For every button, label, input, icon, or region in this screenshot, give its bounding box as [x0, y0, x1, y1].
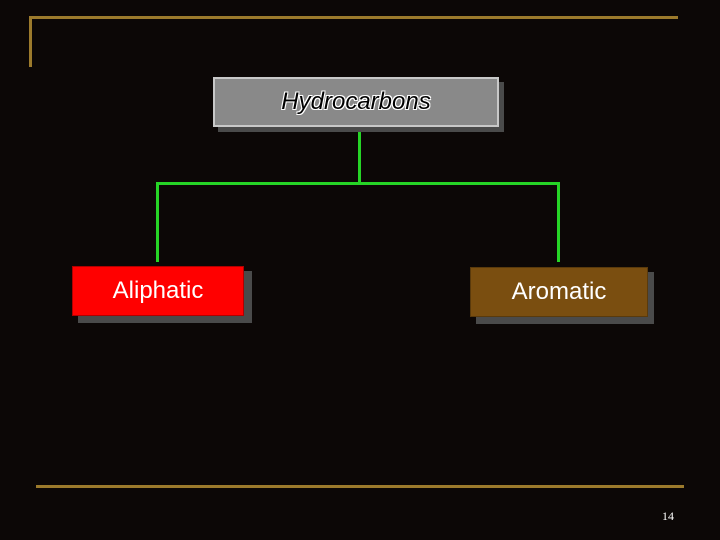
aromatic-label: Aromatic	[511, 278, 607, 305]
root-node-hydrocarbons: Hydrocarbons	[213, 77, 499, 127]
frame-top-line	[30, 16, 678, 19]
connector-root-vertical	[358, 132, 361, 184]
frame-bottom-line	[36, 485, 684, 488]
child-node-aliphatic: Aliphatic	[72, 266, 244, 316]
child-node-aromatic: Aromatic	[470, 267, 648, 317]
aliphatic-label: Aliphatic	[112, 277, 204, 304]
root-node-label: Hydrocarbons	[281, 88, 431, 115]
connector-right-vertical	[557, 182, 560, 262]
page-number: 14	[662, 509, 674, 523]
connector-horizontal	[156, 182, 560, 185]
connector-left-vertical	[156, 182, 159, 262]
frame-left-line	[29, 16, 32, 67]
